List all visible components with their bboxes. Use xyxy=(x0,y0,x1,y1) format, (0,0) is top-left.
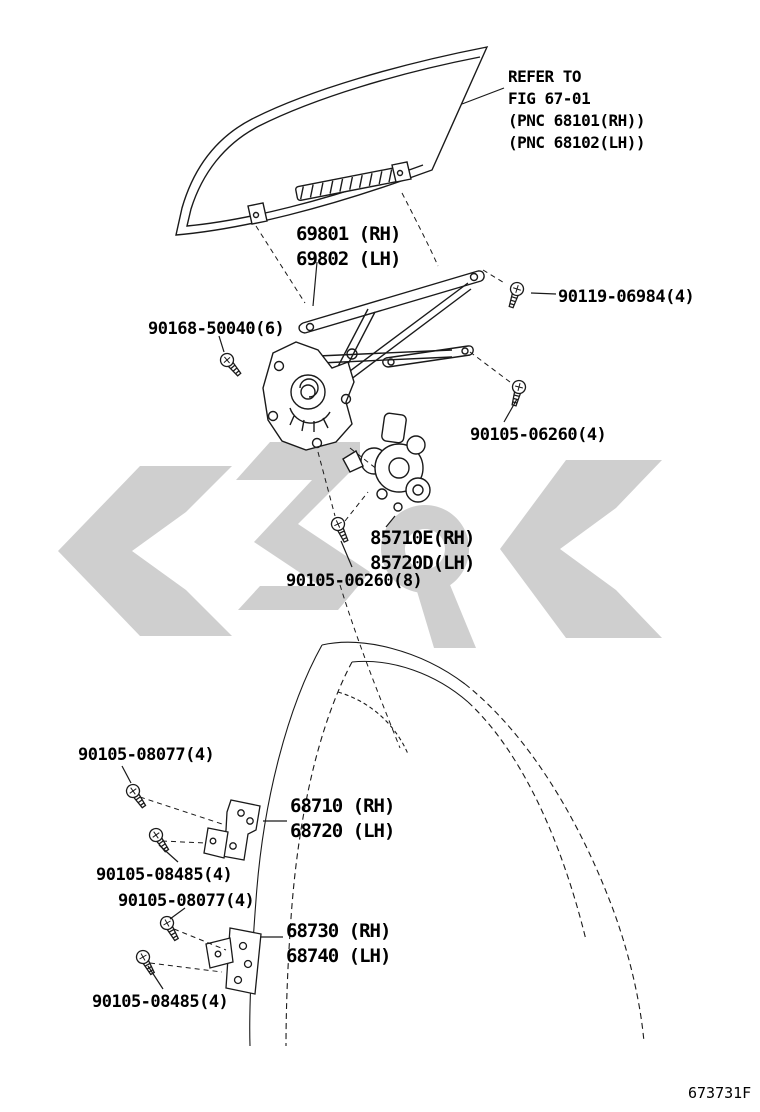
refer-note-line3: (PNC 68101(RH)) xyxy=(508,111,646,130)
regulator-motor xyxy=(342,412,431,512)
screw-90105-08485-upper-icon xyxy=(146,825,173,855)
projection-lines xyxy=(139,192,511,973)
refer-note-line2: FIG 67-01 xyxy=(508,89,591,108)
door-hinge-lower xyxy=(205,927,262,995)
part-number-68730: 68730 (RH) xyxy=(286,920,391,942)
part-number-68740: 68740 (LH) xyxy=(286,945,391,967)
part-number-68710: 68710 (RH) xyxy=(290,795,395,817)
refer-note: REFER TO FIG 67-01 (PNC 68101(RH)) (PNC … xyxy=(508,66,646,154)
screw-90119-06984-icon xyxy=(504,280,526,310)
figure-code: 673731F xyxy=(688,1084,752,1102)
door-body-outline xyxy=(249,641,645,1047)
window-regulator xyxy=(262,270,485,451)
door-hinge-upper xyxy=(203,799,261,861)
refer-note-line1: REFER TO xyxy=(508,67,582,86)
part-label-90105-06260-4: 90105-06260(4) xyxy=(470,425,607,445)
part-label-90105-08077-upper: 90105-08077(4) xyxy=(78,745,215,765)
watermark-logo xyxy=(58,442,662,648)
leader-lines xyxy=(121,87,557,990)
refer-note-line4: (PNC 68102(LH)) xyxy=(508,133,646,152)
part-label-90105-08485-lower: 90105-08485(4) xyxy=(92,992,229,1012)
part-number-69801: 69801 (RH) xyxy=(296,223,401,245)
part-label-90105-08485-upper: 90105-08485(4) xyxy=(96,865,233,885)
part-label-90168-50040: 90168-50040(6) xyxy=(148,319,285,339)
part-label-90105-06260-8: 90105-06260(8) xyxy=(286,571,423,591)
screw-90105-08077-upper-icon xyxy=(123,781,150,811)
part-label-hinge-upper: 68710 (RH) 68720 (LH) xyxy=(290,794,395,844)
screw-90105-06260-4-icon xyxy=(507,378,528,408)
part-label-motor: 85710E(RH) 85720D(LH) xyxy=(370,526,475,576)
part-number-68720: 68720 (LH) xyxy=(290,820,395,842)
part-label-90105-08077-lower: 90105-08077(4) xyxy=(118,891,255,911)
part-label-window-regulator: 69801 (RH) 69802 (LH) xyxy=(296,222,401,272)
part-number-85720D: 85720D(LH) xyxy=(370,552,475,574)
door-glass xyxy=(175,46,489,236)
screw-90105-06260-8-icon xyxy=(328,514,353,545)
part-label-hinge-lower: 68730 (RH) 68740 (LH) xyxy=(286,919,391,969)
screw-90168-50040-icon xyxy=(217,350,245,380)
part-label-90119-06984: 90119-06984(4) xyxy=(558,287,695,307)
glass-channel xyxy=(295,167,401,202)
glass-clip-rear xyxy=(391,161,412,183)
part-number-85710E: 85710E(RH) xyxy=(370,527,475,549)
screw-90105-08485-lower-icon xyxy=(133,947,159,978)
part-number-69802: 69802 (LH) xyxy=(296,248,401,270)
